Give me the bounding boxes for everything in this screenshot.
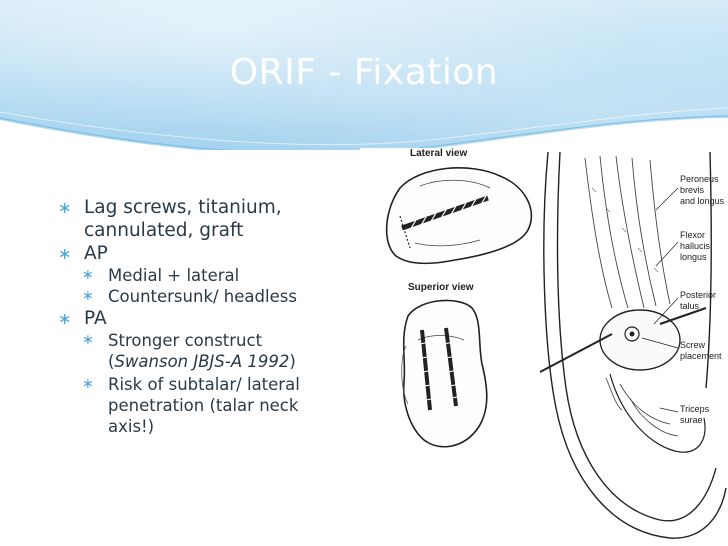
superior-view-label: Superior view xyxy=(408,282,474,293)
sub-bullet-text: Risk of subtalar/ lateral xyxy=(108,375,300,394)
bullet-item: ∗ PA xyxy=(58,307,318,330)
label-triceps-2: surae xyxy=(680,415,703,425)
slide-header: ORIF - Fixation xyxy=(0,0,728,150)
bullet-star-icon: ∗ xyxy=(82,267,94,283)
sub-bullet-item: ∗ Stronger construct (Swanson JBJS-A 199… xyxy=(58,330,318,372)
slide-title: ORIF - Fixation xyxy=(229,52,499,93)
posterior-approach-drawing xyxy=(539,151,727,539)
citation-text: Swanson JBJS-A 1992 xyxy=(114,352,290,371)
bullet-star-icon: ∗ xyxy=(58,198,72,217)
anatomy-figure: Lateral view Superior view xyxy=(360,148,728,540)
bullet-text: PA xyxy=(84,308,107,329)
label-peroneus-3: and longus xyxy=(680,196,725,206)
sub-bullet-text: Medial + lateral xyxy=(108,266,240,285)
bullet-star-icon: ∗ xyxy=(82,332,94,348)
sub-bullet-text: axis!) xyxy=(108,417,155,436)
label-screw-2: placement xyxy=(680,351,722,361)
label-peroneus-1: Peroneus xyxy=(680,174,719,184)
bullet-star-icon: ∗ xyxy=(82,288,94,304)
sub-bullet-text: Stronger construct xyxy=(108,331,263,350)
bullet-text: cannulated, graft xyxy=(84,220,244,241)
lateral-view-label: Lateral view xyxy=(410,148,467,159)
label-flexor-1: Flexor xyxy=(680,230,705,240)
sub-bullet-item: ∗ Risk of subtalar/ lateral penetration … xyxy=(58,374,318,437)
label-flexor-3: longus xyxy=(680,252,707,262)
bullet-star-icon: ∗ xyxy=(82,376,94,392)
bullet-text: Lag screws, titanium, xyxy=(84,197,282,218)
label-screw-1: Screw xyxy=(680,340,706,350)
sub-bullet-text: penetration (talar neck xyxy=(108,396,299,415)
bullet-item: ∗ Lag screws, titanium, cannulated, graf… xyxy=(58,196,318,242)
label-peroneus-2: brevis xyxy=(680,185,705,195)
bullet-item: ∗ AP xyxy=(58,242,318,265)
sub-bullet-item: ∗ Medial + lateral xyxy=(58,265,318,286)
label-triceps-1: Triceps xyxy=(680,404,710,414)
fixation-illustration: Lateral view Superior view xyxy=(385,148,727,539)
talus-posterior-outline xyxy=(599,309,681,371)
label-posterior-1: Posterior xyxy=(680,290,716,300)
bullet-star-icon: ∗ xyxy=(58,309,72,328)
sub-bullet-item: ∗ Countersunk/ headless xyxy=(58,286,318,307)
citation-paren: ( xyxy=(108,352,115,371)
bullet-list: ∗ Lag screws, titanium, cannulated, graf… xyxy=(58,196,318,437)
label-flexor-2: hallucis xyxy=(680,241,711,251)
lateral-talus-outline xyxy=(385,167,533,265)
bullet-text: AP xyxy=(84,243,108,264)
lateral-screw xyxy=(401,195,489,231)
sub-bullet-text: Countersunk/ headless xyxy=(108,287,297,306)
superior-screws xyxy=(419,327,463,411)
superior-talus-outline xyxy=(402,299,488,448)
citation-paren: ) xyxy=(289,352,296,371)
bullet-star-icon: ∗ xyxy=(58,244,72,263)
label-posterior-2: talus xyxy=(680,301,700,311)
